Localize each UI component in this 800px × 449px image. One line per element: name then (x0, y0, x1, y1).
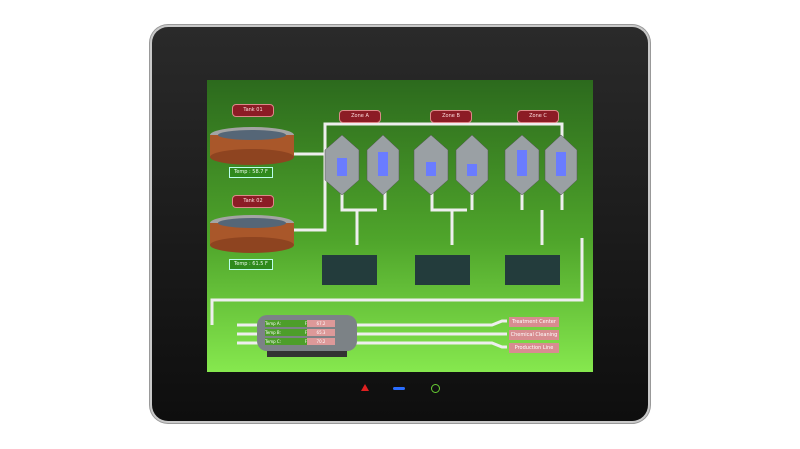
exchanger-temp-b: Temp B: F (265, 329, 307, 336)
silos (324, 134, 578, 196)
output-production-line[interactable]: Production Line (509, 343, 559, 353)
power-led-icon (361, 384, 369, 391)
exchanger-value-b: 65.3 (307, 329, 335, 336)
output-chemical-cleaning[interactable]: Chemical Cleaning (509, 330, 559, 340)
hmi-screen: Tank 01 Temp : 58.7 F Tank 02 Temp : 61.… (207, 80, 593, 372)
process-diagram (210, 122, 584, 357)
exchanger-temp-c: Temp C: F (265, 338, 307, 345)
output-treatment-center[interactable]: Treatment Center (509, 317, 559, 327)
pumps (322, 255, 560, 285)
tank-02-label: Tank 02 (232, 195, 274, 208)
tanks (210, 127, 294, 253)
tank-01-label: Tank 01 (232, 104, 274, 117)
exchanger-value-a: 67.2 (307, 320, 335, 327)
zone-b-label[interactable]: Zone B (430, 110, 472, 123)
zone-c-label[interactable]: Zone C (517, 110, 559, 123)
tank-01-temp: Temp : 58.7 F (229, 167, 273, 178)
exchanger-temp-a: Temp A: F (265, 320, 307, 327)
pipes (210, 122, 584, 349)
zone-a-label[interactable]: Zone A (339, 110, 381, 123)
refresh-led-icon (431, 384, 440, 393)
tank-02-temp: Temp : 61.5 F (229, 259, 273, 270)
exchanger-value-c: 70.2 (307, 338, 335, 345)
status-led-icon (393, 387, 405, 390)
